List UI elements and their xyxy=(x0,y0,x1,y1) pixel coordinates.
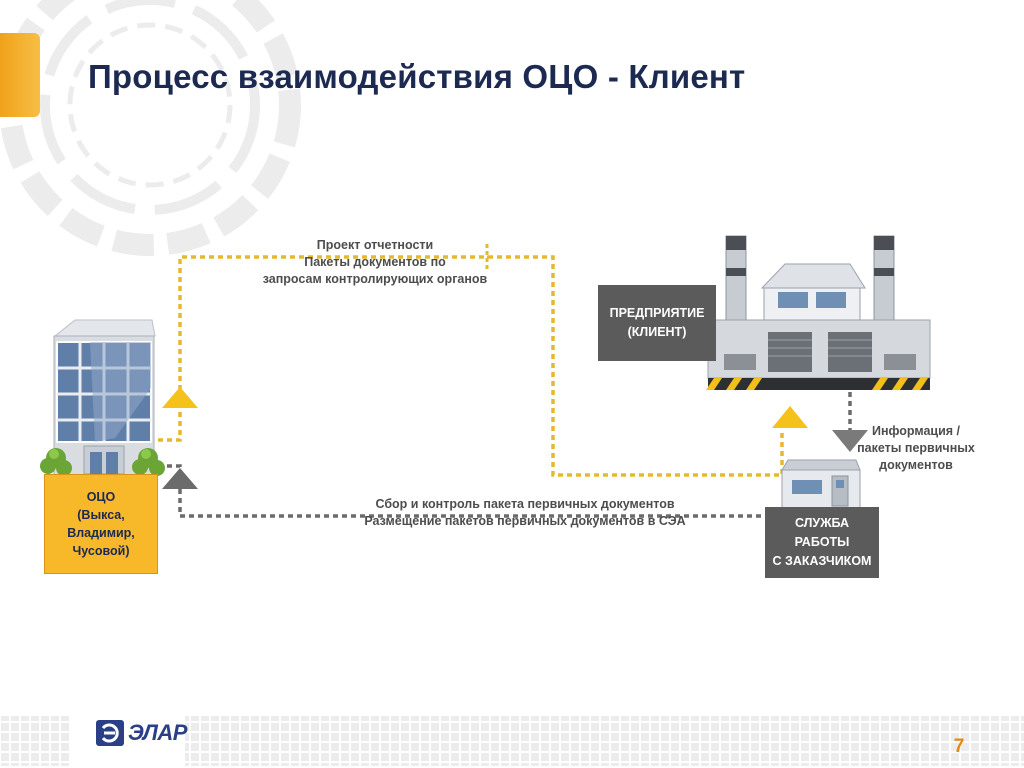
node-oco-line: Чусовой) xyxy=(72,544,130,558)
flow-label-reporting: Проект отчетности Пакеты документов по з… xyxy=(230,237,520,288)
node-oco-line: ОЦО xyxy=(86,490,116,504)
node-client-line: ПРЕДПРИЯТИЕ xyxy=(609,306,705,320)
flow-label-line: Проект отчетности xyxy=(316,238,434,252)
small-building-icon xyxy=(781,459,861,510)
node-client-line: (КЛИЕНТ) xyxy=(627,325,687,339)
arrow-up-oco-gray xyxy=(162,468,198,489)
factory-icon xyxy=(706,235,931,390)
node-oco-line: Владимир, xyxy=(67,526,135,540)
node-service-line: РАБОТЫ xyxy=(794,535,850,549)
elar-logo-icon xyxy=(96,720,124,746)
flow-label-line: Сбор и контроль пакета первичных докумен… xyxy=(375,497,675,511)
flow-label-line: документов xyxy=(879,458,953,472)
arrow-up-factory-yellow xyxy=(772,406,808,428)
yellow-flow-junction xyxy=(480,244,494,270)
arrow-up-oco-yellow xyxy=(162,387,198,408)
gray-flow-line xyxy=(158,392,852,518)
flow-label-information: Информация / пакеты первичных документов xyxy=(846,423,986,474)
title-accent-bar xyxy=(0,33,40,117)
yellow-flow-line xyxy=(158,255,784,477)
flow-label-line: Пакеты документов по xyxy=(304,255,446,269)
office-building-icon xyxy=(40,319,165,477)
flow-label-line: запросам контролирующих органов xyxy=(262,272,488,286)
elar-logo-text: ЭЛАР xyxy=(128,720,187,745)
node-service-line: С ЗАКАЗЧИКОМ xyxy=(772,554,872,568)
page-number: 7 xyxy=(953,736,965,757)
flow-label-line: Информация / xyxy=(871,424,961,438)
node-oco-line: (Выкса, xyxy=(77,508,125,522)
flow-label-line: Размещение пакетов первичных документов … xyxy=(364,514,686,528)
page-title: Процесс взаимодействия ОЦО - Клиент xyxy=(88,58,746,95)
node-client: ПРЕДПРИЯТИЕ (КЛИЕНТ) xyxy=(598,285,716,361)
footer-dot-pattern xyxy=(0,716,1024,766)
flow-label-primary-docs: Сбор и контроль пакета первичных докумен… xyxy=(345,496,705,530)
node-oco: ОЦО (Выкса, Владимир, Чусовой) xyxy=(44,474,158,574)
node-service: СЛУЖБА РАБОТЫ С ЗАКАЗЧИКОМ xyxy=(765,507,879,578)
arrow-down-factory-gray xyxy=(832,430,868,452)
elar-logo: ЭЛАР xyxy=(95,719,187,747)
flow-label-line: пакеты первичных xyxy=(857,441,975,455)
node-service-line: СЛУЖБА xyxy=(794,516,850,530)
